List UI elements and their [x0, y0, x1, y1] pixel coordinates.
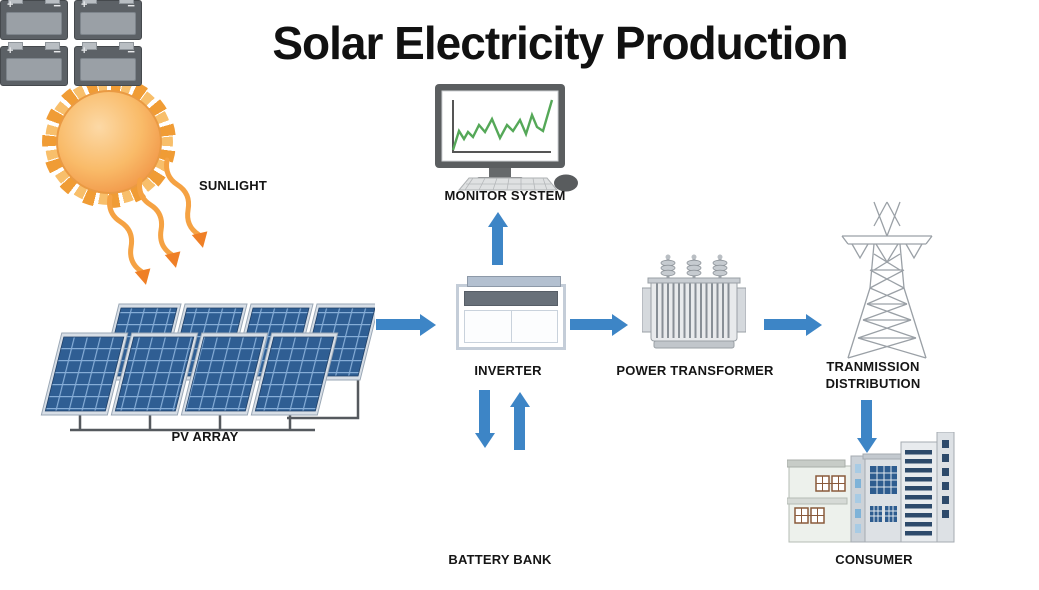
graph-axes [452, 100, 551, 153]
transmission-distribution-label: TRANMISSION DISTRIBUTION [793, 358, 953, 392]
skyscraper-building [900, 432, 955, 543]
battery: + − [0, 0, 68, 40]
mouse-icon [554, 174, 578, 192]
battery: + − [74, 0, 142, 40]
battery-minus-sign: − [53, 0, 61, 13]
house-building [787, 459, 852, 543]
sun-icon [42, 76, 176, 208]
battery-bank-label: BATTERY BANK [448, 552, 552, 567]
arrow-transformer-to-transmission [764, 313, 822, 336]
pv-array-graphic [40, 303, 375, 432]
graph-line [451, 99, 554, 151]
transformer-fin-right [736, 287, 746, 333]
battery-plus-sign: + [81, 0, 88, 11]
pv-array-label: PV ARRAY [171, 429, 239, 444]
transmission-label-line2: DISTRIBUTION [825, 376, 921, 391]
monitor-system-icon [435, 84, 578, 192]
inverter-icon [456, 276, 566, 350]
inverter-lid [467, 276, 561, 287]
transformer-bushings [660, 254, 728, 278]
mid-tower-building [850, 455, 866, 543]
battery-terminal [8, 0, 23, 4]
transformer-cap [647, 277, 741, 284]
battery-minus-sign: − [127, 0, 135, 13]
power-transformer-icon [642, 254, 746, 349]
arrow-inverter-to-transformer [570, 313, 628, 336]
battery-panel [80, 58, 136, 81]
sunlight-rays-icon [107, 157, 208, 285]
office-building [862, 453, 904, 543]
monitor-system-label: MONITOR SYSTEM [444, 188, 566, 203]
battery: + − [74, 42, 142, 86]
arrow-inverter-to-battery [474, 390, 495, 448]
arrow-transmission-to-consumer [856, 400, 877, 453]
battery: + − [0, 42, 68, 86]
pv-front-row [40, 332, 339, 416]
monitor-stand [489, 168, 511, 177]
inverter-label: INVERTER [474, 363, 542, 378]
transmission-label-line1: TRANMISSION [826, 359, 920, 374]
power-transformer-label: POWER TRANSFORMER [616, 363, 774, 378]
battery-plus-sign: + [81, 45, 88, 57]
consumer-label: CONSUMER [835, 552, 913, 567]
page-title: Solar Electricity Production [272, 17, 848, 69]
transformer-base [653, 340, 735, 349]
battery-bank-icon: + − + − + − + − [0, 0, 1039, 86]
consumer-buildings-icon [787, 432, 955, 543]
battery-terminal [119, 42, 134, 50]
arrow-inverter-to-monitor [487, 212, 508, 265]
arrow-battery-to-inverter [509, 392, 530, 450]
battery-terminal [82, 0, 97, 4]
battery-panel [6, 58, 62, 81]
pv-support-frame [70, 378, 360, 432]
inverter-top-bar [464, 291, 558, 306]
battery-panel [80, 12, 136, 35]
inverter-cell [464, 310, 512, 343]
inverter-cell [510, 310, 558, 343]
battery-terminal [8, 42, 23, 50]
battery-plus-sign: + [7, 0, 14, 11]
transformer-ribs [656, 283, 730, 338]
battery-terminal [119, 0, 134, 4]
battery-terminal [45, 0, 60, 4]
battery-terminal [45, 42, 60, 50]
sunlight-label: SUNLIGHT [198, 178, 268, 193]
inverter-cells [464, 310, 558, 343]
transformer-body [650, 279, 738, 342]
battery-panel [6, 12, 62, 35]
battery-terminal [82, 42, 97, 50]
battery-minus-sign: − [127, 44, 135, 59]
transformer-fin-left [642, 287, 652, 333]
transmission-tower-icon [841, 201, 933, 359]
arrow-pv-to-inverter [376, 313, 436, 336]
battery-plus-sign: + [7, 45, 14, 57]
battery-minus-sign: − [53, 44, 61, 59]
sun-body [56, 90, 162, 194]
